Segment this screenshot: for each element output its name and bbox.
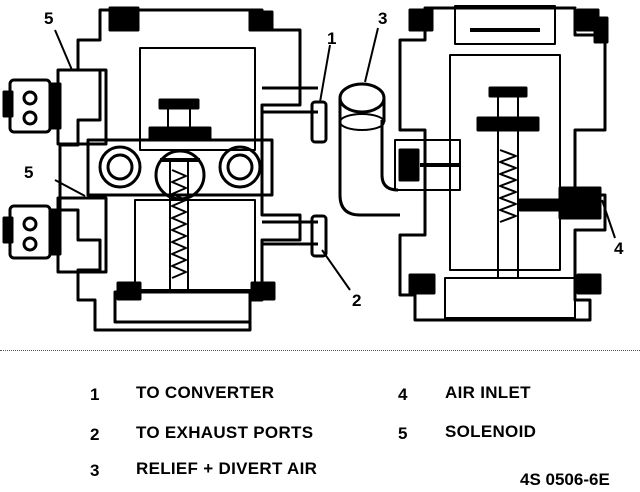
callout-1: 1: [327, 29, 337, 48]
legend-num-5: 5: [398, 424, 408, 443]
legend-num-3: 3: [90, 461, 100, 480]
legend-num-1: 1: [90, 385, 100, 404]
left-valve-view: [2, 6, 328, 332]
callout-2: 2: [352, 291, 362, 310]
callout-5-upper: 5: [44, 9, 54, 28]
leader-lines: [54, 27, 616, 291]
callout-3: 3: [378, 9, 388, 28]
legend-text-1: TO CONVERTER: [136, 383, 275, 402]
divider: [0, 350, 640, 352]
legend-text-5: SOLENOID: [445, 422, 537, 441]
legend-num-4: 4: [398, 385, 408, 404]
legend-text-3: RELIEF + DIVERT AIR: [136, 459, 318, 478]
callout-4: 4: [614, 239, 624, 258]
valve-diagram: [2, 5, 616, 332]
figure-code: 4S 0506-6E: [520, 470, 610, 489]
callout-5-lower: 5: [24, 163, 34, 182]
legend-text-2: TO EXHAUST PORTS: [136, 423, 314, 442]
right-valve-view: [338, 5, 609, 322]
legend-text-4: AIR INLET: [445, 383, 531, 402]
legend-num-2: 2: [90, 425, 100, 444]
